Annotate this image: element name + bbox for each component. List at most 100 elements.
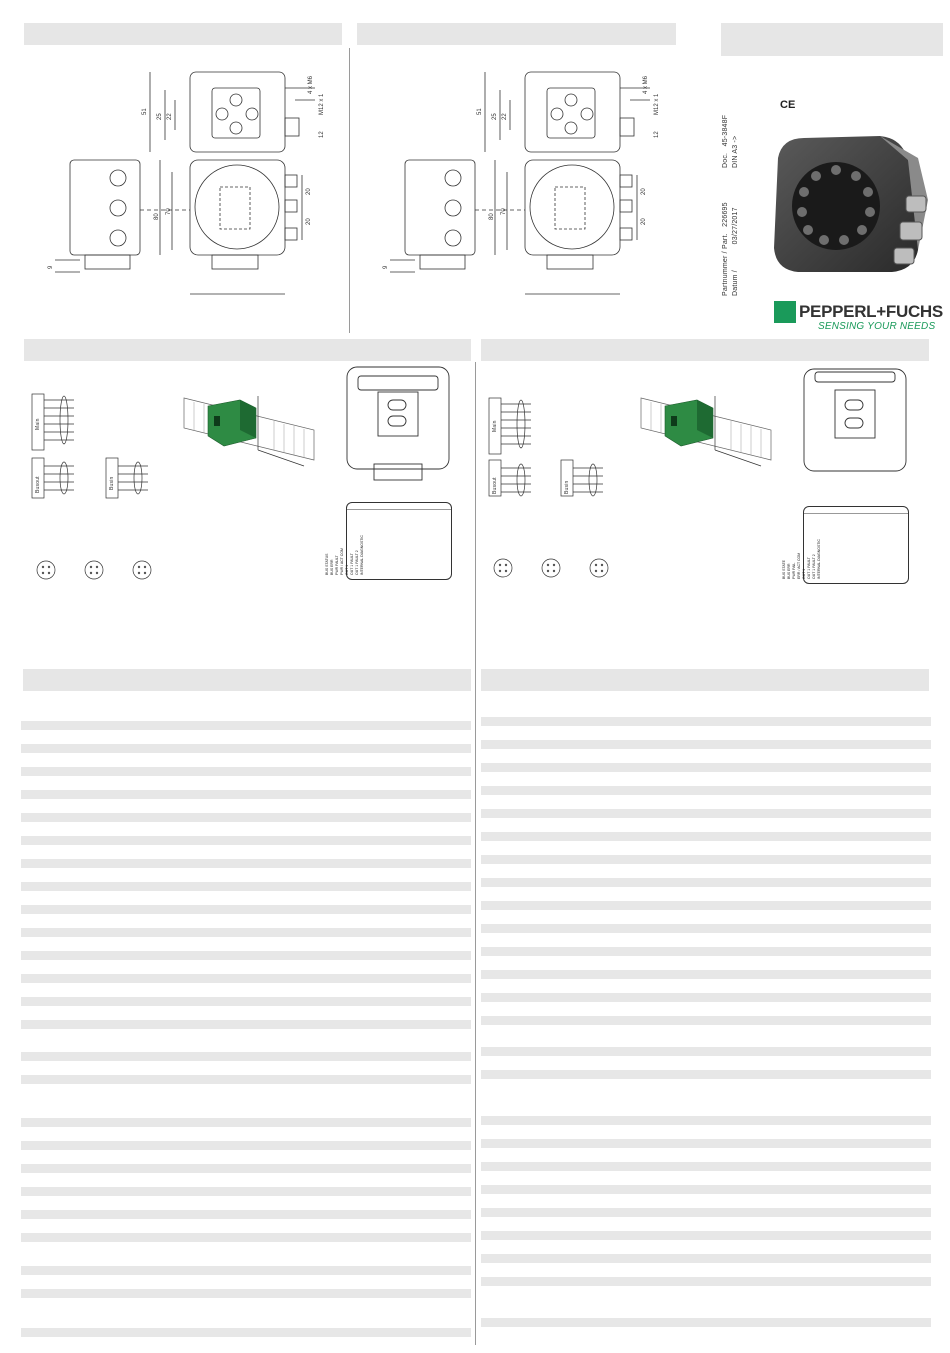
dimension-drawing-left: 51 25 22 4 x M6 M12 x 1 12 80 70 20 20 9 — [48, 71, 325, 295]
dim-25: 25 — [157, 113, 163, 120]
section-header-connection-right — [481, 339, 929, 361]
table-row — [21, 1020, 471, 1029]
device-front-right — [803, 368, 907, 472]
wiring-label-main: Main — [492, 420, 498, 432]
table-row — [21, 905, 471, 914]
wiring-label-busin: Busin — [109, 476, 115, 490]
table-row — [481, 1185, 931, 1194]
table-row — [481, 947, 931, 956]
table-row — [481, 1254, 931, 1263]
table-row — [481, 1231, 931, 1240]
divider-top — [349, 48, 350, 333]
table-row — [21, 767, 471, 776]
table-row — [21, 836, 471, 845]
table-row — [21, 721, 471, 730]
table-row — [481, 786, 931, 795]
wiring-label-busout: Busout — [492, 477, 498, 494]
table-row — [21, 1210, 471, 1219]
dim-20a: 20 — [306, 188, 312, 195]
table-row — [481, 717, 931, 726]
brand-tagline: SENSING YOUR NEEDS — [818, 321, 936, 332]
brand-logo: PEPPERL+FUCHS — [799, 302, 943, 321]
table-row — [21, 1266, 471, 1275]
dim-12: 12 — [319, 131, 325, 138]
table-row — [21, 1075, 471, 1084]
ce-mark: CE — [780, 99, 796, 111]
wiring-diagram-left — [31, 393, 315, 580]
table-row — [21, 928, 471, 937]
table-row — [481, 809, 931, 818]
spec-table-left — [21, 700, 471, 1340]
dim-25: 25 — [492, 113, 498, 120]
spec-table-right — [481, 700, 931, 1340]
dim-12: 12 — [654, 131, 660, 138]
dim-screw: 4 x M6 — [308, 75, 314, 94]
section-header-dimensions-left — [24, 23, 342, 45]
wiring-label-busout: Busout — [35, 476, 41, 493]
doc-date: Datum / 03/27/2017 — [732, 207, 739, 296]
table-row — [21, 951, 471, 960]
table-row — [21, 813, 471, 822]
table-row — [481, 1162, 931, 1171]
dim-20b: 20 — [641, 218, 647, 225]
dim-20b: 20 — [306, 218, 312, 225]
table-row — [481, 740, 931, 749]
table-row — [21, 1141, 471, 1150]
wiring-label-main: Main — [35, 418, 41, 430]
led-panel-right: BUS STATE BUS ERR PWR FAIL ERR / ACT COM… — [782, 506, 909, 584]
table-row — [21, 1052, 471, 1061]
brand-logo-mark — [774, 301, 796, 323]
table-row — [21, 744, 471, 753]
dim-screw: 4 x M6 — [643, 75, 649, 94]
dim-70: 70 — [166, 208, 172, 215]
table-row — [481, 1070, 931, 1079]
dim-51: 51 — [477, 108, 483, 115]
dim-80: 80 — [489, 213, 495, 220]
led-label: INTERNAL DIAGNOSTIC — [817, 539, 821, 579]
table-row — [481, 970, 931, 979]
table-row — [481, 855, 931, 864]
divider-middle — [475, 362, 476, 1345]
dim-9: 9 — [383, 265, 389, 269]
table-row — [21, 1289, 471, 1298]
table-row — [21, 882, 471, 891]
wiring-diagram-right — [488, 396, 772, 578]
table-row — [481, 1047, 931, 1056]
dim-22: 22 — [502, 113, 508, 120]
section-header-dimensions-right — [357, 23, 676, 45]
dim-51: 51 — [142, 108, 148, 115]
section-header-table-left — [23, 669, 471, 691]
product-image — [774, 136, 928, 272]
table-row — [21, 1118, 471, 1127]
table-row — [481, 1016, 931, 1025]
table-row — [21, 997, 471, 1006]
table-row — [21, 1233, 471, 1242]
section-header-table-right — [481, 669, 929, 691]
dim-20a: 20 — [641, 188, 647, 195]
table-row — [481, 1277, 931, 1286]
table-row — [21, 1328, 471, 1337]
dim-22: 22 — [167, 113, 173, 120]
doc-format: DIN A3 -> — [732, 135, 739, 168]
table-row — [21, 974, 471, 983]
section-header-connection-left — [24, 339, 471, 361]
led-label: INTERNAL DIAGNOSTIC — [360, 535, 364, 575]
table-row — [481, 878, 931, 887]
table-row — [481, 1139, 931, 1148]
wiring-label-busin: Busin — [564, 480, 570, 494]
part-number: Partnummer / Part. 226695 — [722, 202, 729, 296]
dimension-drawing-right: 51 25 22 4 x M6 M12 x 1 12 80 70 20 20 9 — [383, 71, 660, 295]
dim-80: 80 — [154, 213, 160, 220]
table-row — [481, 993, 931, 1002]
table-row — [481, 901, 931, 910]
section-header-product — [721, 23, 943, 56]
device-front-left — [346, 366, 450, 481]
table-row — [481, 832, 931, 841]
table-row — [481, 763, 931, 772]
table-row — [21, 1164, 471, 1173]
table-row — [21, 859, 471, 868]
table-row — [481, 1116, 931, 1125]
dim-9: 9 — [48, 265, 54, 269]
table-row — [481, 1208, 931, 1217]
doc-number: Doc. 45-3848F — [722, 114, 729, 168]
